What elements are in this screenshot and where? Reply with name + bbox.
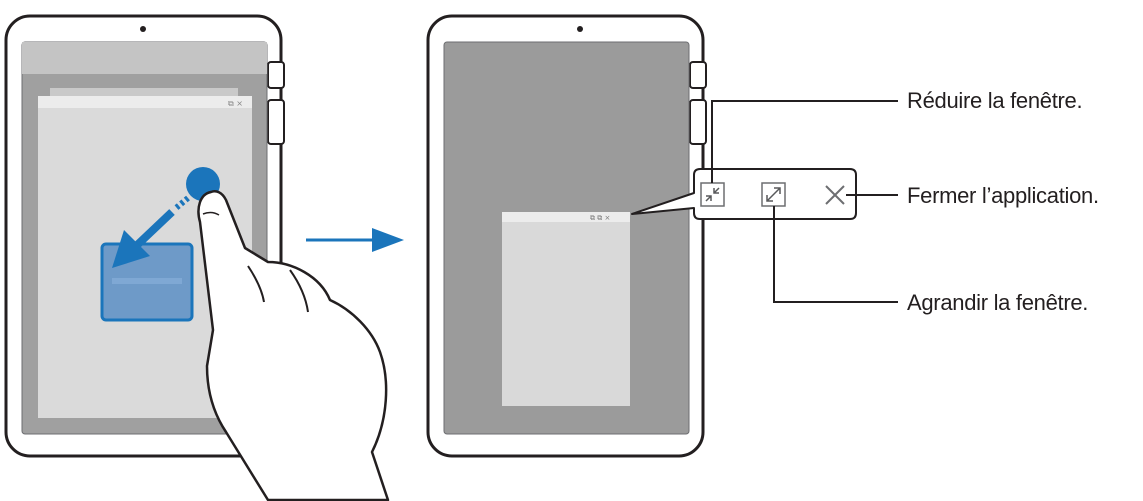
transition-arrow [306, 228, 404, 252]
control-bar-callout [631, 168, 857, 220]
left-tablet: ⧉ × [4, 14, 390, 501]
right-camera [577, 26, 583, 32]
left-screen-status-area [22, 42, 267, 74]
drag-arrow-shaft [131, 209, 175, 251]
hand-knuckle-line-2 [289, 269, 309, 313]
transition-arrow-head [372, 228, 404, 252]
maximize-window-icon[interactable] [761, 182, 786, 207]
small-popup-titlebar-icons: ⧉ ⧉ × [590, 214, 610, 222]
left-side-button-top [267, 61, 285, 89]
minimize-window-icon[interactable] [700, 182, 725, 207]
small-popup-titlebar [502, 212, 630, 222]
popup-titlebar-icons: ⧉ × [228, 99, 243, 108]
leader-minimize [711, 100, 898, 183]
popup-titlebar [38, 96, 252, 108]
fingernail [202, 211, 220, 216]
right-tablet: ⧉ ⧉ × [426, 14, 707, 458]
drag-arrow-head [112, 230, 150, 268]
close-callout-label: Fermer l’application. [907, 183, 1099, 208]
left-camera [140, 26, 146, 32]
maximize-callout-label: Agrandir la fenêtre. [907, 290, 1089, 315]
window-control-bar [631, 168, 857, 220]
right-side-button-bottom [689, 99, 707, 145]
minimize-callout-label: Réduire la fenêtre. [907, 88, 1083, 113]
pointing-hand [197, 190, 390, 501]
leader-maximize [773, 206, 898, 303]
hand-knuckle-line-1 [247, 265, 265, 303]
drag-arrow-dashes [174, 195, 190, 211]
left-side-button-bottom [267, 99, 285, 145]
small-popup-window [502, 212, 630, 406]
drop-target-inner-line [112, 278, 182, 284]
close-icon[interactable] [825, 185, 845, 205]
leader-lines [711, 100, 898, 303]
right-side-button-top [689, 61, 707, 89]
